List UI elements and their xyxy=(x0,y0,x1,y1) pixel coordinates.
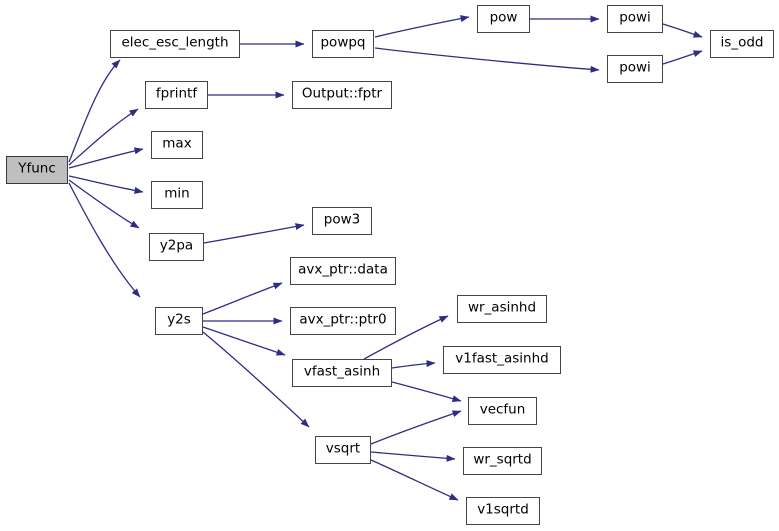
edge-powpq-to-powi_bottom xyxy=(374,47,600,73)
node-wr_sqrtd[interactable]: wr_sqrtd xyxy=(463,447,542,475)
node-powi_bottom[interactable]: powi xyxy=(607,55,663,83)
node-label: y2s xyxy=(167,311,191,328)
node-vfast_asinh[interactable]: vfast_asinh xyxy=(292,359,392,387)
node-label: fprintf xyxy=(155,85,198,102)
edge-y2s-to-avx_ptr_data xyxy=(202,282,283,315)
node-label: is_odd xyxy=(720,34,764,51)
edge-vfast_asinh-to-vecfun xyxy=(391,381,462,403)
node-Yfunc[interactable]: Yfunc xyxy=(6,156,68,184)
node-avx_ptr_data[interactable]: avx_ptr::data xyxy=(290,257,396,285)
node-elec_esc_length[interactable]: elec_esc_length xyxy=(110,30,240,58)
node-vecfun[interactable]: vecfun xyxy=(468,397,537,425)
edge-vsqrt-to-v1sqrtd xyxy=(370,459,459,501)
node-y2pa[interactable]: y2pa xyxy=(149,233,204,261)
edge-Yfunc-to-fprintf xyxy=(68,108,139,166)
node-label: avx_ptr::ptr0 xyxy=(299,311,387,328)
node-label: y2pa xyxy=(159,237,194,254)
node-v1fast_asinhd[interactable]: v1fast_asinhd xyxy=(443,346,561,374)
node-label: wr_sqrtd xyxy=(473,451,532,468)
edge-Yfunc-to-y2pa xyxy=(68,179,140,229)
edge-Yfunc-to-elec_esc_length xyxy=(68,59,121,163)
node-label: powpq xyxy=(320,34,366,51)
node-label: vfast_asinh xyxy=(303,363,381,380)
node-is_odd[interactable]: is_odd xyxy=(710,30,774,58)
node-fprintf[interactable]: fprintf xyxy=(145,81,208,109)
node-pow3[interactable]: pow3 xyxy=(312,207,372,235)
node-y2s[interactable]: y2s xyxy=(155,307,203,335)
node-label: powi xyxy=(619,59,651,76)
node-powpq[interactable]: powpq xyxy=(312,30,374,58)
node-min[interactable]: min xyxy=(151,181,203,209)
edge-y2pa-to-pow3 xyxy=(203,223,305,244)
node-label: Yfunc xyxy=(18,160,56,177)
node-label: avx_ptr::data xyxy=(298,261,388,278)
edge-vsqrt-to-vecfun xyxy=(370,410,462,445)
edge-vfast_asinh-to-v1fast_asinhd xyxy=(391,360,436,369)
edge-powpq-to-pow xyxy=(374,15,470,38)
node-label: max xyxy=(162,135,192,152)
edge-y2s-to-vfast_asinh xyxy=(202,326,286,356)
node-label: v1fast_asinhd xyxy=(455,350,549,367)
edge-Yfunc-to-y2s xyxy=(68,182,141,298)
edge-Yfunc-to-max xyxy=(68,147,144,169)
node-Output_fptr[interactable]: Output::fptr xyxy=(292,81,392,109)
edge-Yfunc-to-min xyxy=(68,175,144,194)
node-label: vsqrt xyxy=(325,440,361,457)
node-avx_ptr_ptr0[interactable]: avx_ptr::ptr0 xyxy=(290,307,396,335)
node-label: pow xyxy=(489,9,518,26)
node-label: vecfun xyxy=(479,401,526,418)
edge-powi_top-to-is_odd xyxy=(662,23,703,38)
node-label: wr_asinhd xyxy=(467,299,537,316)
edge-vsqrt-to-wr_sqrtd xyxy=(370,451,456,462)
node-wr_asinhd[interactable]: wr_asinhd xyxy=(457,295,547,323)
node-label: v1sqrtd xyxy=(477,501,529,518)
node-powi_top[interactable]: powi xyxy=(607,5,663,33)
node-max[interactable]: max xyxy=(151,131,203,159)
node-label: elec_esc_length xyxy=(121,34,229,51)
node-label: Output::fptr xyxy=(301,85,383,102)
node-pow[interactable]: pow xyxy=(477,5,530,33)
node-label: pow3 xyxy=(323,211,361,228)
node-label: powi xyxy=(619,9,651,26)
edge-powi_bottom-to-is_odd xyxy=(662,50,703,65)
node-v1sqrtd[interactable]: v1sqrtd xyxy=(466,497,540,525)
node-vsqrt[interactable]: vsqrt xyxy=(315,436,371,464)
node-label: min xyxy=(164,185,190,202)
